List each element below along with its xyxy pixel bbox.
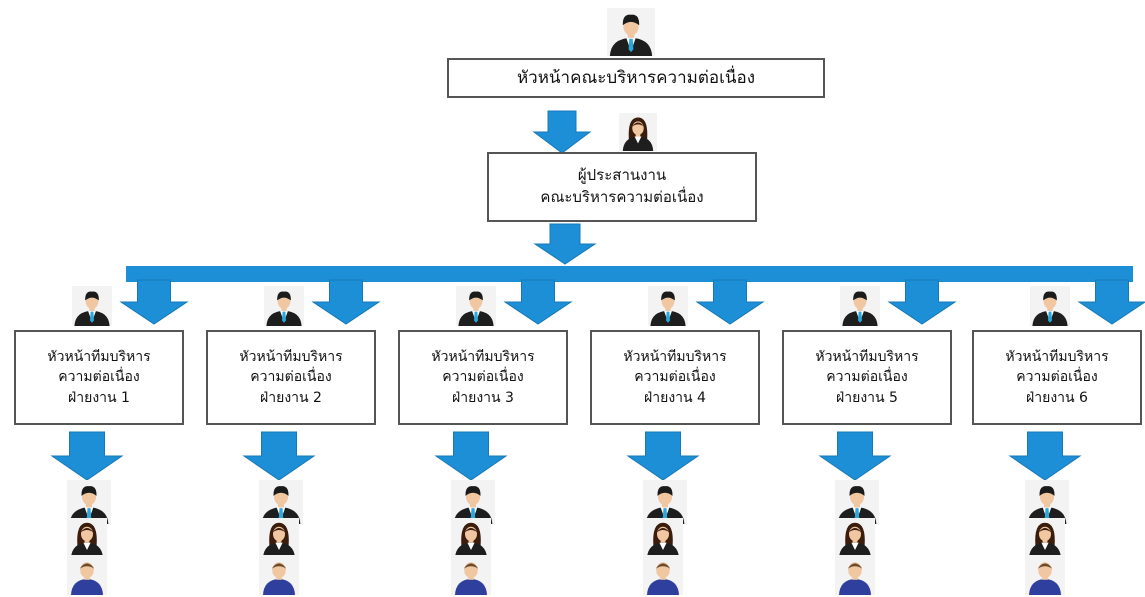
down-arrow-icon	[533, 223, 597, 265]
staff-avatar-man-6	[1025, 480, 1069, 524]
staff-avatar-woman-1	[67, 518, 107, 558]
staff-avatar-man-2	[259, 480, 303, 524]
team-label-line3: ฝ่ายงาน 6	[1026, 389, 1088, 406]
team-label-line3: ฝ่ายงาน 5	[836, 389, 898, 406]
team-manager-avatar-2	[264, 286, 304, 326]
down-arrow-icon	[818, 431, 892, 481]
staff-avatar-woman-2	[259, 518, 299, 558]
team-box-1: หัวหน้าทีมบริหาร ความต่อเนื่อง ฝ่ายงาน 1	[14, 330, 184, 425]
down-arrow-icon	[434, 431, 508, 481]
down-arrow-icon	[242, 431, 316, 481]
team-box-6: หัวหน้าทีมบริหาร ความต่อเนื่อง ฝ่ายงาน 6	[972, 330, 1142, 425]
team-label-line1: หัวหน้าทีมบริหาร	[431, 349, 535, 366]
team-label-line3: ฝ่ายงาน 4	[644, 389, 706, 406]
team-label-line2: ความต่อเนื่อง	[634, 369, 716, 386]
team-label-line2: ความต่อเนื่อง	[250, 369, 332, 386]
team-box-2: หัวหน้าทีมบริหาร ความต่อเนื่อง ฝ่ายงาน 2	[206, 330, 376, 425]
staff-avatar-worker-3	[451, 555, 491, 595]
staff-avatar-worker-6	[1025, 555, 1065, 595]
team-label-line2: ความต่อเนื่อง	[1016, 369, 1098, 386]
coordinator-label-line1: ผู้ประสานงาน	[577, 166, 667, 185]
team-label-line1: หัวหน้าทีมบริหาร	[815, 349, 919, 366]
team-label-line1: หัวหน้าทีมบริหาร	[1005, 349, 1109, 366]
team-manager-avatar-6	[1030, 286, 1070, 326]
staff-avatar-worker-1	[67, 555, 107, 595]
distribution-bar	[126, 266, 1133, 282]
down-arrow-icon	[532, 110, 592, 154]
team-manager-avatar-4	[648, 286, 688, 326]
team-box-5: หัวหน้าทีมบริหาร ความต่อเนื่อง ฝ่ายงาน 5	[782, 330, 952, 425]
coordinator-label-line2: คณะบริหารความต่อเนื่อง	[540, 188, 704, 206]
team-label-line1: หัวหน้าทีมบริหาร	[239, 349, 343, 366]
down-arrow-icon	[626, 431, 700, 481]
committee-coordinator-box: ผู้ประสานงาน คณะบริหารความต่อเนื่อง	[487, 152, 757, 222]
staff-avatar-man-3	[451, 480, 495, 524]
team-manager-avatar-1	[72, 286, 112, 326]
team-label-line2: ความต่อเนื่อง	[58, 369, 140, 386]
staff-avatar-man-4	[643, 480, 687, 524]
down-arrow-icon	[887, 279, 957, 325]
staff-avatar-woman-6	[1025, 518, 1065, 558]
down-arrow-icon	[119, 279, 189, 325]
team-label-line2: ความต่อเนื่อง	[826, 369, 908, 386]
down-arrow-icon	[311, 279, 381, 325]
down-arrow-icon	[1008, 431, 1082, 481]
team-label-line1: หัวหน้าทีมบริหาร	[47, 349, 151, 366]
team-label-line3: ฝ่ายงาน 1	[68, 389, 130, 406]
head-of-committee-label: หัวหน้าคณะบริหารความต่อเนื่อง	[516, 67, 756, 88]
staff-avatar-man-1	[67, 480, 111, 524]
team-label-line3: ฝ่ายงาน 3	[452, 389, 514, 406]
head-of-committee-avatar	[607, 8, 655, 56]
team-label-line1: หัวหน้าทีมบริหาร	[623, 349, 727, 366]
down-arrow-icon	[50, 431, 124, 481]
staff-avatar-worker-2	[259, 555, 299, 595]
coordinator-avatar	[619, 113, 657, 151]
down-arrow-icon	[503, 279, 573, 325]
staff-avatar-woman-4	[643, 518, 683, 558]
staff-avatar-worker-4	[643, 555, 683, 595]
team-box-3: หัวหน้าทีมบริหาร ความต่อเนื่อง ฝ่ายงาน 3	[398, 330, 568, 425]
down-arrow-icon	[695, 279, 765, 325]
team-manager-avatar-3	[456, 286, 496, 326]
team-label-line3: ฝ่ายงาน 2	[260, 389, 322, 406]
team-label-line2: ความต่อเนื่อง	[442, 369, 524, 386]
head-of-continuity-committee-box: หัวหน้าคณะบริหารความต่อเนื่อง	[447, 58, 825, 98]
team-box-4: หัวหน้าทีมบริหาร ความต่อเนื่อง ฝ่ายงาน 4	[590, 330, 760, 425]
staff-avatar-woman-5	[835, 518, 875, 558]
staff-avatar-man-5	[835, 480, 879, 524]
staff-avatar-worker-5	[835, 555, 875, 595]
team-manager-avatar-5	[840, 286, 880, 326]
down-arrow-icon	[1077, 279, 1145, 325]
staff-avatar-woman-3	[451, 518, 491, 558]
